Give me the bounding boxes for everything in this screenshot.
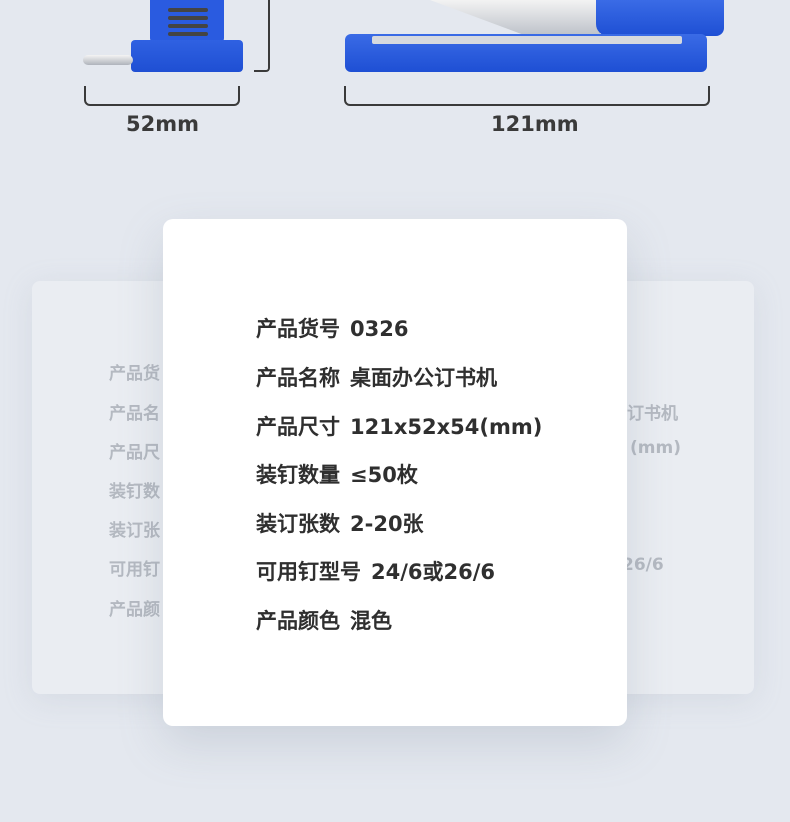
spec-row-sheet-capacity: 装订张数 2-20张 — [256, 508, 424, 538]
spec-label: 产品颜色 — [256, 609, 340, 633]
ghost-label: 产品名 — [109, 404, 160, 424]
spec-row-color: 产品颜色混色 — [256, 605, 392, 635]
spec-row-product-name: 产品名称桌面办公订书机 — [256, 362, 497, 392]
spec-value: ≤50枚 — [350, 463, 418, 487]
spec-label: 装订张数 — [256, 512, 340, 536]
spec-label: 产品尺寸 — [256, 415, 340, 439]
length-label: 121mm — [491, 112, 579, 136]
ghost-label: 产品颜 — [109, 600, 160, 620]
spec-row-staple-type: 可用钉型号 24/6或26/6 — [256, 556, 495, 586]
height-bracket — [254, 0, 270, 72]
spec-card: 产品货号 0326 产品名称桌面办公订书机 产品尺寸 121x52x54(mm) 装… — [163, 219, 627, 726]
ghost-label: 装钉数 — [109, 482, 160, 502]
ghost-label: 产品尺 — [109, 443, 160, 463]
spec-value: 24/6或26/6 — [371, 560, 496, 584]
spec-value: 桌面办公订书机 — [350, 366, 497, 390]
ghost-label: 装订张 — [109, 521, 160, 541]
spec-row-staple-capacity: 装钉数量 ≤50枚 — [256, 459, 418, 489]
spec-value: 2-20张 — [350, 512, 424, 536]
spec-value: 121x52x54(mm) — [350, 415, 543, 439]
spec-label: 装钉数量 — [256, 463, 340, 487]
spec-label: 可用钉型号 — [256, 560, 361, 584]
spec-row-size: 产品尺寸 121x52x54(mm) — [256, 411, 542, 441]
depth-bracket — [84, 86, 240, 106]
ghost-value: 26/6 — [622, 555, 664, 575]
ghost-label: 产品货 — [109, 364, 160, 384]
product-image-area: 52mm 121mm — [0, 0, 790, 180]
length-bracket — [344, 86, 710, 106]
spec-label: 产品货号 — [256, 317, 340, 341]
ghost-label: 可用钉 — [109, 560, 160, 580]
spec-value: 混色 — [350, 609, 392, 633]
ghost-value: (mm) — [630, 438, 681, 458]
depth-label: 52mm — [126, 112, 199, 136]
spec-value: 0326 — [350, 317, 409, 341]
ghost-value: 订书机 — [627, 404, 678, 424]
spec-row-item-number: 产品货号 0326 — [256, 313, 408, 343]
spec-label: 产品名称 — [256, 366, 340, 390]
